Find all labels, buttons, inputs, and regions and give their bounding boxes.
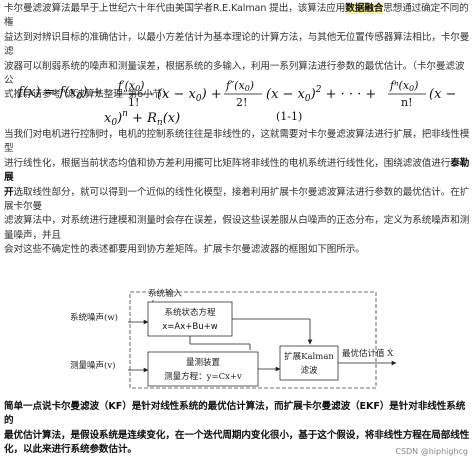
svg-text:(x − x0)2 + · · · +: (x − x0)2 + · · · + <box>266 85 376 104</box>
intro-line-3: 波器可以削弱系统的噪声和测量误差，根据系统的多输入，利用一系列算法进行参数的最优… <box>4 60 465 87</box>
svg-text:2!: 2! <box>236 96 247 109</box>
body-line-4: 滤波算法中，对系统进行建模和测量时会存在误差，假设这些误差服从白噪声的正态分布，… <box>4 215 470 241</box>
svg-text:(x −: (x − <box>429 87 456 102</box>
intro-line-4: 式推导请参考“滤波算法整理”第6小节） <box>4 89 172 101</box>
csdn-watermark: CSDN @hiphighcg <box>395 447 468 456</box>
svg-text:1!: 1! <box>128 96 139 109</box>
body-line-2: 进行线性化，根据当前状态均值和协方差利用擺可比矩阵将非线性的电机系统进行线性化，… <box>4 157 451 169</box>
taylor-formula: f(x) = f(x0) + f′(x0) 1! (x − x0) + f″(x… <box>18 72 468 128</box>
summary-line-3: 化，以此来进行系统参数估计。 <box>4 444 137 456</box>
ekf-block-diagram: 系统输入 系统噪声(w) 系统状态方程 x=Ax+Bu+w 测量噪声(v) 量测… <box>0 282 474 392</box>
measure-eq: 测量方程：y=Cx+v <box>164 371 242 382</box>
body-paragraph: 当我们对电机进行控制时，电机的控制系统往往是非线性的，这就需要对卡尔曼滤波算法进… <box>4 128 470 258</box>
svg-text:n!: n! <box>401 96 413 109</box>
measure-noise-label: 测量噪声(v) <box>70 360 115 371</box>
summary-paragraph: 简单一点说卡尔曼滤波（KF）是针对线性系统的最优估计算法，而扩展卡尔曼滤波（EK… <box>4 400 470 458</box>
intro-line-2: 益达到对辨识目标的准确估计，以最小方差估计为基本理论的计算方法，与其他无位置传感… <box>4 31 470 58</box>
taylor-bold-a: 泰勒展 <box>4 157 470 184</box>
measurement-box <box>147 351 259 387</box>
taylor-bold-b: 开 <box>4 186 14 198</box>
svg-text:(x − x0) +: (x − x0) + <box>157 87 222 104</box>
system-input-label: 系统输入 <box>148 288 183 299</box>
intro-paragraph: 卡尔曼滤波算法最早于上世纪六十年代由美国学者R.E.Kalman 提出，该算法应… <box>4 2 470 103</box>
summary-line-2: 最优估计算法，是假设系统是连续变化，在一个迭代周期内变化很小，基于这个假设，将非… <box>4 429 470 441</box>
state-eq-title: 系统状态方程 <box>164 307 216 318</box>
body-line-3: 选取线性部分，就可以得到一个近似的线性化模型，接着利用扩展卡尔曼滤波算法进行参数… <box>4 186 470 213</box>
state-equation-box <box>147 301 233 337</box>
svg-text:x0)n + Rn(x): x0)n + Rn(x) <box>104 109 180 128</box>
body-line-5: 会对这些不确定性的表述都要用到协方差矩阵。扩展卡尔曼滤波器的框图如下图所示。 <box>4 244 365 256</box>
data-fusion-highlight: 数据融合 <box>345 3 384 14</box>
body-line-1: 当我们对电机进行控制时，电机的控制系统往往是非线性的，这就需要对卡尔曼滤波算法进… <box>4 129 470 155</box>
intro-line-1a: 卡尔曼滤波算法最早于上世纪六十年代由美国学者R.E.Kalman 提出，该算法应… <box>4 3 346 14</box>
intro-line-1b: 思想通过确定不同的権 <box>4 3 469 29</box>
state-eq: x=Ax+Bu+w <box>162 322 217 332</box>
summary-line-1: 简单一点说卡尔曼滤波（KF）是针对线性系统的最优估计算法，而扩展卡尔曼滤波（EK… <box>4 401 466 427</box>
optimal-estimate-label: 最优估计值 X̂ <box>342 347 394 359</box>
system-noise-label: 系统噪声(w) <box>70 312 118 323</box>
svg-text:f″(x0): f″(x0) <box>225 79 254 93</box>
equation-number: (1-1) <box>276 110 303 123</box>
dashed-frame <box>129 291 377 389</box>
ekf-line-2: 滤波 <box>300 365 318 376</box>
measure-title: 量测装置 <box>186 357 221 368</box>
svg-text:fⁿ(x0): fⁿ(x0) <box>389 79 418 93</box>
ekf-line-1: 扩展Kalman <box>284 351 334 362</box>
svg-text:f′(x0): f′(x0) <box>117 79 144 93</box>
svg-text:f(x) = f(x0) +: f(x) = f(x0) + <box>18 85 103 102</box>
